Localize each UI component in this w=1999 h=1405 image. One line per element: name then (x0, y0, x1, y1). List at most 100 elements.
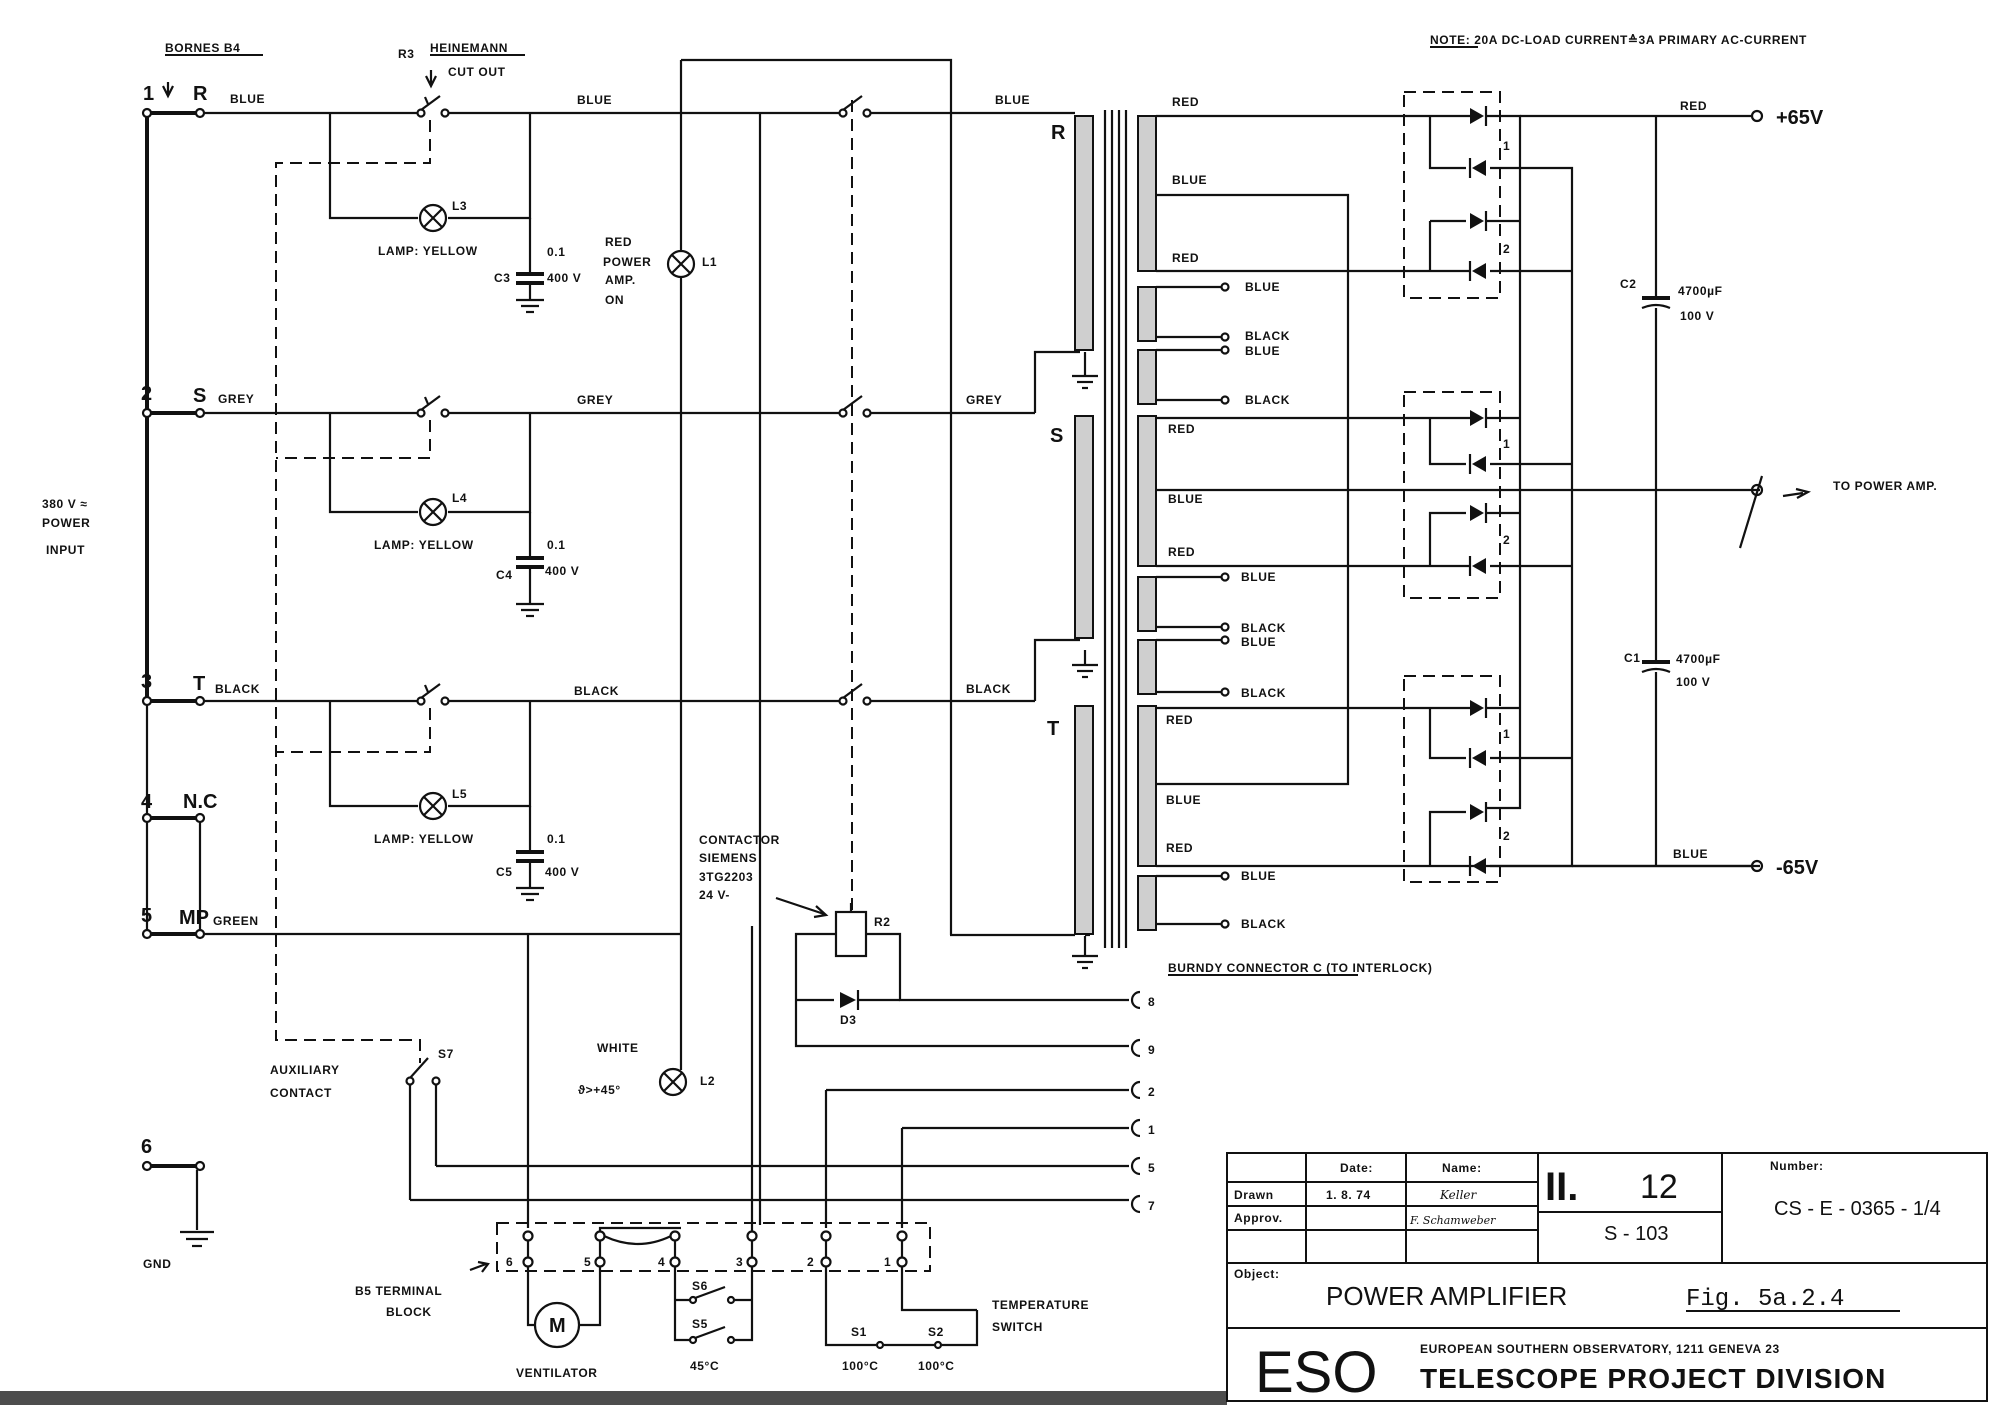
sec-term-label: BLUE (1241, 869, 1276, 883)
lamp-l5-icon (418, 791, 448, 821)
note-text: NOTE: 20A DC-LOAD CURRENT≙3A PRIMARY AC-… (1430, 33, 1807, 47)
terminal-number: 6 (141, 1136, 152, 1158)
connector-pin: 5 (1148, 1161, 1155, 1175)
terminal-phase: T (193, 673, 205, 695)
power-input-line: INPUT (46, 543, 85, 557)
sec-wire-label: BLUE (1166, 793, 1201, 807)
tb-pin: 5 (584, 1255, 591, 1269)
sec-term-label: BLACK (1241, 917, 1286, 931)
bridge-label: 2 (1503, 829, 1510, 843)
tb-pin: 2 (807, 1255, 814, 1269)
bridge-label: 2 (1503, 533, 1510, 547)
line-wire-label: GREY (577, 393, 613, 407)
switch-s6 (688, 1285, 736, 1305)
bornes-label: BORNES B4 (165, 41, 240, 55)
tb-name-header: Name: (1442, 1161, 1482, 1175)
sec-wire-label: RED (1166, 713, 1193, 727)
temp-switch-label: SWITCH (992, 1320, 1043, 1334)
aux-contact-s7 (405, 1057, 441, 1086)
switch-ref: S6 (692, 1279, 708, 1293)
tb-section: II. (1545, 1165, 1578, 1209)
primary-phase: S (1050, 425, 1063, 447)
sec-wire-label: RED (1172, 251, 1199, 265)
terminal-wire: BLUE (230, 92, 265, 106)
bridge-label: 2 (1503, 242, 1510, 256)
sec-wire-label: RED (1168, 545, 1195, 559)
sec-term-label: BLUE (1241, 570, 1276, 584)
connector-pin: 9 (1148, 1043, 1155, 1057)
coil-r2 (834, 910, 868, 958)
tb-pin: 6 (506, 1255, 513, 1269)
sec-wire-label: BLUE (1172, 173, 1207, 187)
terminal-pair (141, 407, 206, 419)
lamp-l1-line: ON (605, 293, 624, 307)
aux-ref: S7 (438, 1047, 454, 1061)
terminal-wire: BLACK (215, 682, 260, 696)
sec-term-label: BLACK (1245, 393, 1290, 407)
bridge-label: 1 (1503, 139, 1510, 153)
connector-pin: 2 (1148, 1085, 1155, 1099)
tb-figure: Fig. 5a.2.4 (1686, 1286, 1844, 1313)
connector-pins: 8 9 2 1 5 7 (1130, 990, 1155, 1214)
sec-term-label: BLUE (1245, 280, 1280, 294)
lamp-l2-icon (658, 1067, 688, 1097)
terminal-block-pins: 6 5 4 3 2 1 (506, 1230, 908, 1269)
cap-value: 4700µF (1676, 652, 1721, 666)
aux-line: AUXILIARY (270, 1063, 340, 1077)
line-wire-label: BLACK (574, 684, 619, 698)
switch-ref: S5 (692, 1317, 708, 1331)
burndy-label: BURNDY CONNECTOR C (TO INTERLOCK) (1168, 961, 1432, 975)
lamp-l1-ref: L1 (702, 255, 717, 269)
contactor-contact (838, 95, 872, 118)
lamp-l4-icon (418, 497, 448, 527)
output-minus-wire: BLUE (1673, 847, 1708, 861)
tb-pin: 3 (736, 1255, 743, 1269)
contactor-line: SIEMENS (699, 851, 757, 865)
terminal-pair (141, 695, 206, 707)
ventilator-label: VENTILATOR (516, 1366, 598, 1380)
breaker-contact (416, 95, 450, 118)
sec-wire-label: BLUE (1168, 492, 1203, 506)
breaker-cutout: CUT OUT (448, 65, 506, 79)
cap-value: 0.1 (547, 245, 565, 259)
primary-wire-label: GREY (966, 393, 1002, 407)
sec-term-label: BLUE (1245, 344, 1280, 358)
lamp-label: LAMP: YELLOW (374, 538, 474, 552)
input-terminals: 1 R BLUE 2 S GREY 3 T BLACK 4 N.C 5 MP G… (141, 83, 265, 1271)
lamp-branch-l5: L5 LAMP: YELLOW 0.1 C5 400 V (328, 701, 579, 902)
tb-pin: 1 (884, 1255, 891, 1269)
cap-value: 4700µF (1678, 284, 1723, 298)
switch-s2 (884, 1340, 960, 1350)
sec-wire-label: RED (1168, 422, 1195, 436)
primary-phase: R (1051, 122, 1066, 144)
lamp-l1-line: POWER (603, 255, 651, 269)
sec-term-label: BLACK (1245, 329, 1290, 343)
sec-term-label: BLUE (1241, 635, 1276, 649)
lamp-label: LAMP: YELLOW (374, 832, 474, 846)
cap-ref: C1 (1624, 651, 1641, 665)
switch-temp: 100°C (842, 1359, 879, 1373)
lamp-branch-l3: L3 LAMP: YELLOW 0.1 C3 400 V (328, 113, 581, 314)
bridge-label: 1 (1503, 437, 1510, 451)
lamp-label: LAMP: YELLOW (378, 244, 478, 258)
aux-line: CONTACT (270, 1086, 332, 1100)
terminal-wire: GREEN (213, 914, 259, 928)
contactor-line: 24 V- (699, 888, 730, 902)
terminal-pair (141, 812, 206, 824)
power-input-line: POWER (42, 516, 90, 530)
cap-ref: C4 (496, 568, 513, 582)
output-plus: +65V (1776, 107, 1824, 129)
tb-drawn-date: 1. 8. 74 (1326, 1188, 1371, 1202)
power-input-label: 380 V ≈ POWER INPUT (42, 497, 90, 557)
lamp-l3-icon (418, 203, 448, 233)
lamp-branch-l4: L4 LAMP: YELLOW 0.1 C4 400 V (328, 413, 579, 618)
diode-d3 (840, 990, 860, 1010)
ground-symbol (180, 1230, 214, 1248)
output-plus-wire: RED (1680, 99, 1707, 113)
cap-value: 0.1 (547, 832, 565, 846)
tb-drawn: Drawn (1234, 1188, 1274, 1202)
contactor-line: CONTACTOR (699, 833, 780, 847)
title-block: Date: Name: Drawn Approv. 1. 8. 74 Kelle… (1226, 1152, 1988, 1405)
switch-ref: S2 (928, 1325, 944, 1339)
cap-voltage: 400 V (545, 564, 579, 578)
